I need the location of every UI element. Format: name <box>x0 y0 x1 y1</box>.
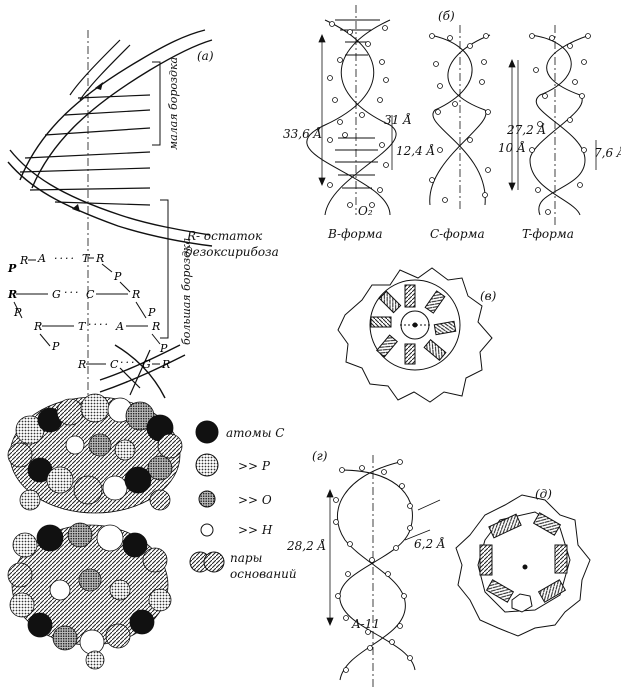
a11-pitch-label: 28,2 Å <box>286 538 326 553</box>
r-note-line2: дезоксирибоза <box>185 245 279 259</box>
r-note-line1: R- остаток <box>186 229 263 243</box>
t-form-label: T-форма <box>522 227 574 241</box>
svg-text:R: R <box>161 358 170 371</box>
b-pitch-label: 33,6 Å <box>283 126 322 141</box>
t-form-dots <box>529 33 591 215</box>
legend-base-pairs-line2: оснований <box>230 567 297 581</box>
panel-d-label: (д) <box>535 487 552 501</box>
b-form-label: B-форма <box>327 227 383 241</box>
legend-oxygen-label: >> O <box>238 493 272 507</box>
o2-label: O₂ <box>358 204 373 218</box>
a11-name-label: A-11 <box>351 617 380 631</box>
major-groove-bracket <box>160 199 169 339</box>
panel-g-label: (г) <box>312 449 328 463</box>
legend-carbon: атомы C <box>195 420 284 444</box>
svg-text:R: R <box>33 320 42 333</box>
panel-b-label: (б) <box>438 9 455 23</box>
svg-text:P: P <box>147 306 156 319</box>
svg-text:P: P <box>51 340 60 353</box>
c-pitch-label: 27,2 Å <box>506 122 546 137</box>
panel-a-helix <box>7 29 213 420</box>
svg-text:···: ··· <box>120 356 137 369</box>
legend-base-pairs: пары оснований <box>189 551 297 581</box>
legend-base-pairs-line1: пары <box>230 551 262 565</box>
c-form-dims <box>508 58 516 192</box>
svg-text:P: P <box>13 306 22 319</box>
svg-text:···: ··· <box>64 286 81 299</box>
c-form-label: C-форма <box>430 227 485 241</box>
t-rise-label: 7,6 Å <box>594 145 621 160</box>
space-filling-model <box>7 393 183 670</box>
legend-oxygen: >> O <box>198 490 272 508</box>
svg-text:C: C <box>110 358 119 371</box>
svg-text:R: R <box>19 254 28 267</box>
a11-dims <box>326 488 441 627</box>
b-form-helix <box>306 5 397 216</box>
b-form-dots <box>327 21 389 208</box>
legend-hydrogen: >> H <box>200 523 273 537</box>
legend-phosphorus: >> P <box>195 453 271 477</box>
legend-phosphorus-label: >> P <box>238 459 271 473</box>
svg-text:P: P <box>113 270 122 283</box>
svg-text:C: C <box>86 288 95 301</box>
b-rise-label-2: 12,4 Å <box>396 143 435 158</box>
b-rise-label-1: 31 Å <box>384 112 412 127</box>
cross-section-d <box>455 494 591 637</box>
a11-rise-label: 6,2 Å <box>414 536 446 551</box>
svg-text:R: R <box>95 252 104 265</box>
atom-legend: атомы C >> P >> O >> H пары оснований <box>189 420 297 581</box>
t-form-dims <box>517 60 597 190</box>
svg-text:R: R <box>131 288 140 301</box>
svg-text:A: A <box>115 320 124 333</box>
minor-groove-label: малая бороздка <box>167 57 180 150</box>
c-form-dots <box>429 33 491 203</box>
panel-a-label: (а) <box>197 49 214 63</box>
panel-v-label: (в) <box>480 289 497 303</box>
svg-text:····: ···· <box>54 252 76 265</box>
b-form-dims <box>318 33 393 187</box>
svg-text:R: R <box>151 320 160 333</box>
legend-hydrogen-label: >> H <box>238 523 273 537</box>
a11-dots <box>333 459 413 673</box>
svg-text:T: T <box>82 252 91 265</box>
svg-text:T: T <box>78 320 87 333</box>
nucleotide-ladder: P R A ···· T R P R G ··· C R P P R T ···… <box>7 252 170 371</box>
major-groove-label: большая бороздка <box>180 238 193 345</box>
minor-groove-bracket <box>152 61 161 146</box>
svg-text:G: G <box>52 288 61 301</box>
svg-text:R: R <box>77 358 86 371</box>
svg-text:A: A <box>37 252 46 265</box>
svg-text:G: G <box>142 358 151 371</box>
svg-text:····: ···· <box>88 318 110 331</box>
svg-text:P: P <box>7 262 17 275</box>
svg-text:R: R <box>7 288 17 301</box>
c-form-helix <box>429 25 491 210</box>
c-rise-label: 10 Å <box>498 140 526 155</box>
legend-carbon-label: атомы C <box>226 426 284 440</box>
cross-section-v <box>337 267 493 403</box>
svg-text:P: P <box>159 342 168 355</box>
